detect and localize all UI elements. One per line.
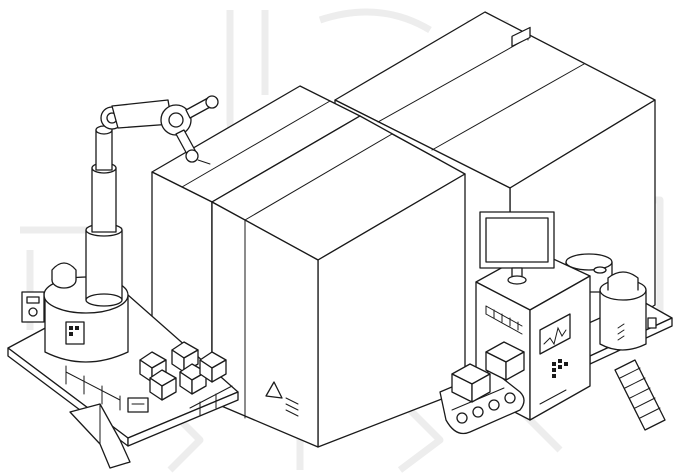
cube-stack — [127, 341, 227, 413]
staircase-icon — [614, 359, 666, 431]
storage-block-front — [211, 115, 466, 448]
waveform-screen — [539, 313, 571, 355]
robotic-arm-icon — [43, 95, 219, 363]
crate-label — [127, 397, 149, 413]
warning-triangle-icon — [265, 381, 283, 399]
monitor-icon — [479, 211, 555, 285]
conveyor-belt-icon — [439, 341, 525, 435]
wall-control-box — [21, 291, 45, 323]
base-control-panel — [65, 321, 85, 345]
